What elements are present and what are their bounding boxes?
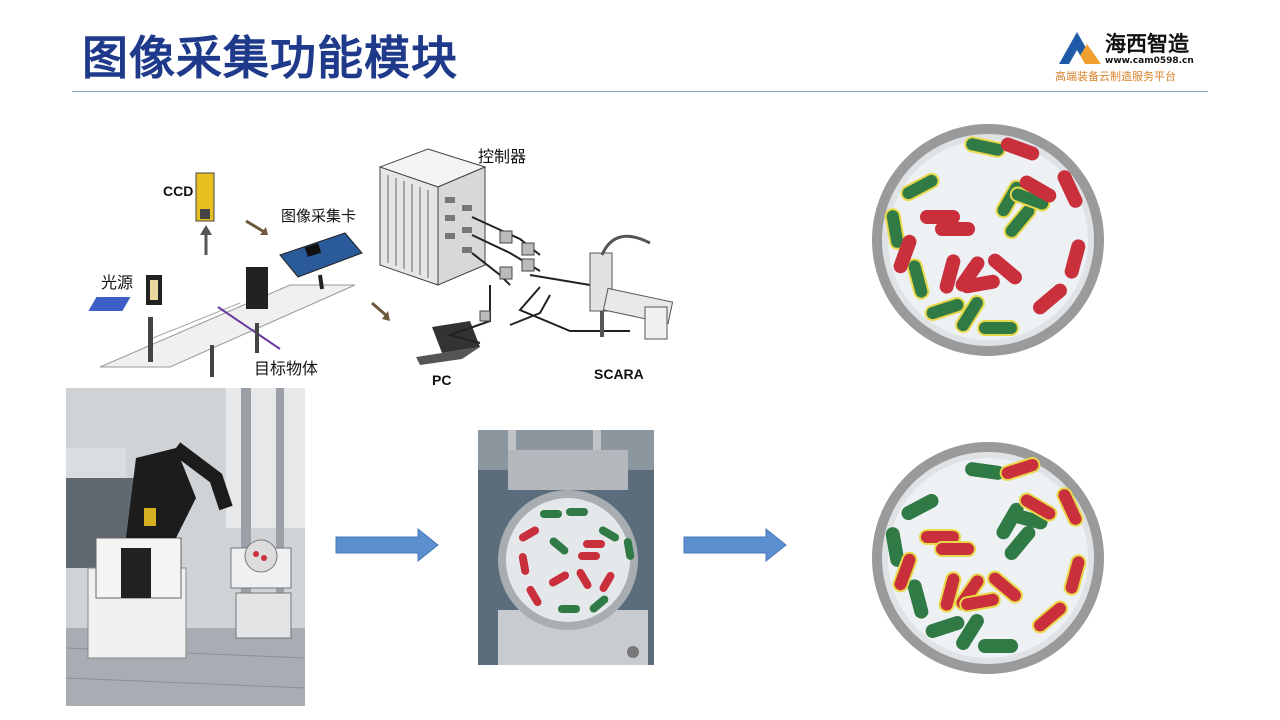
detection-result-green xyxy=(872,124,1104,356)
flow-arrow-right xyxy=(335,528,439,562)
target-object-box xyxy=(88,297,131,311)
logo-name: 海西智造 xyxy=(1105,32,1189,56)
detection-result-red xyxy=(872,442,1104,674)
flow-arrow-right-2 xyxy=(683,528,787,562)
pc-label: PC xyxy=(432,372,452,388)
light-source-label: 光源 xyxy=(101,273,134,292)
capsule-tray-photo xyxy=(478,430,654,665)
logo-url: www.cam0598.cn xyxy=(1105,56,1194,66)
company-logo: 海西智造 www.cam0598.cn 高端装备云制造服务平台 xyxy=(1055,28,1215,86)
light-source-right xyxy=(246,267,268,309)
logo-tagline: 高端装备云制造服务平台 xyxy=(1055,70,1176,83)
capture-card-label: 图像采集卡 xyxy=(281,207,357,225)
header-divider xyxy=(72,91,1208,92)
controller-label: 控制器 xyxy=(478,147,527,166)
system-diagram xyxy=(88,148,674,377)
capture-card xyxy=(279,232,363,278)
target-pointer-line xyxy=(217,306,281,350)
scara-label: SCARA xyxy=(594,366,644,382)
slide-title: 图像采集功能模块 xyxy=(82,31,458,85)
robot-arm-photo xyxy=(66,388,305,706)
ccd-label: CCD xyxy=(163,183,194,199)
logo-mark-icon xyxy=(1059,32,1101,64)
target-object-label: 目标物体 xyxy=(254,359,319,378)
